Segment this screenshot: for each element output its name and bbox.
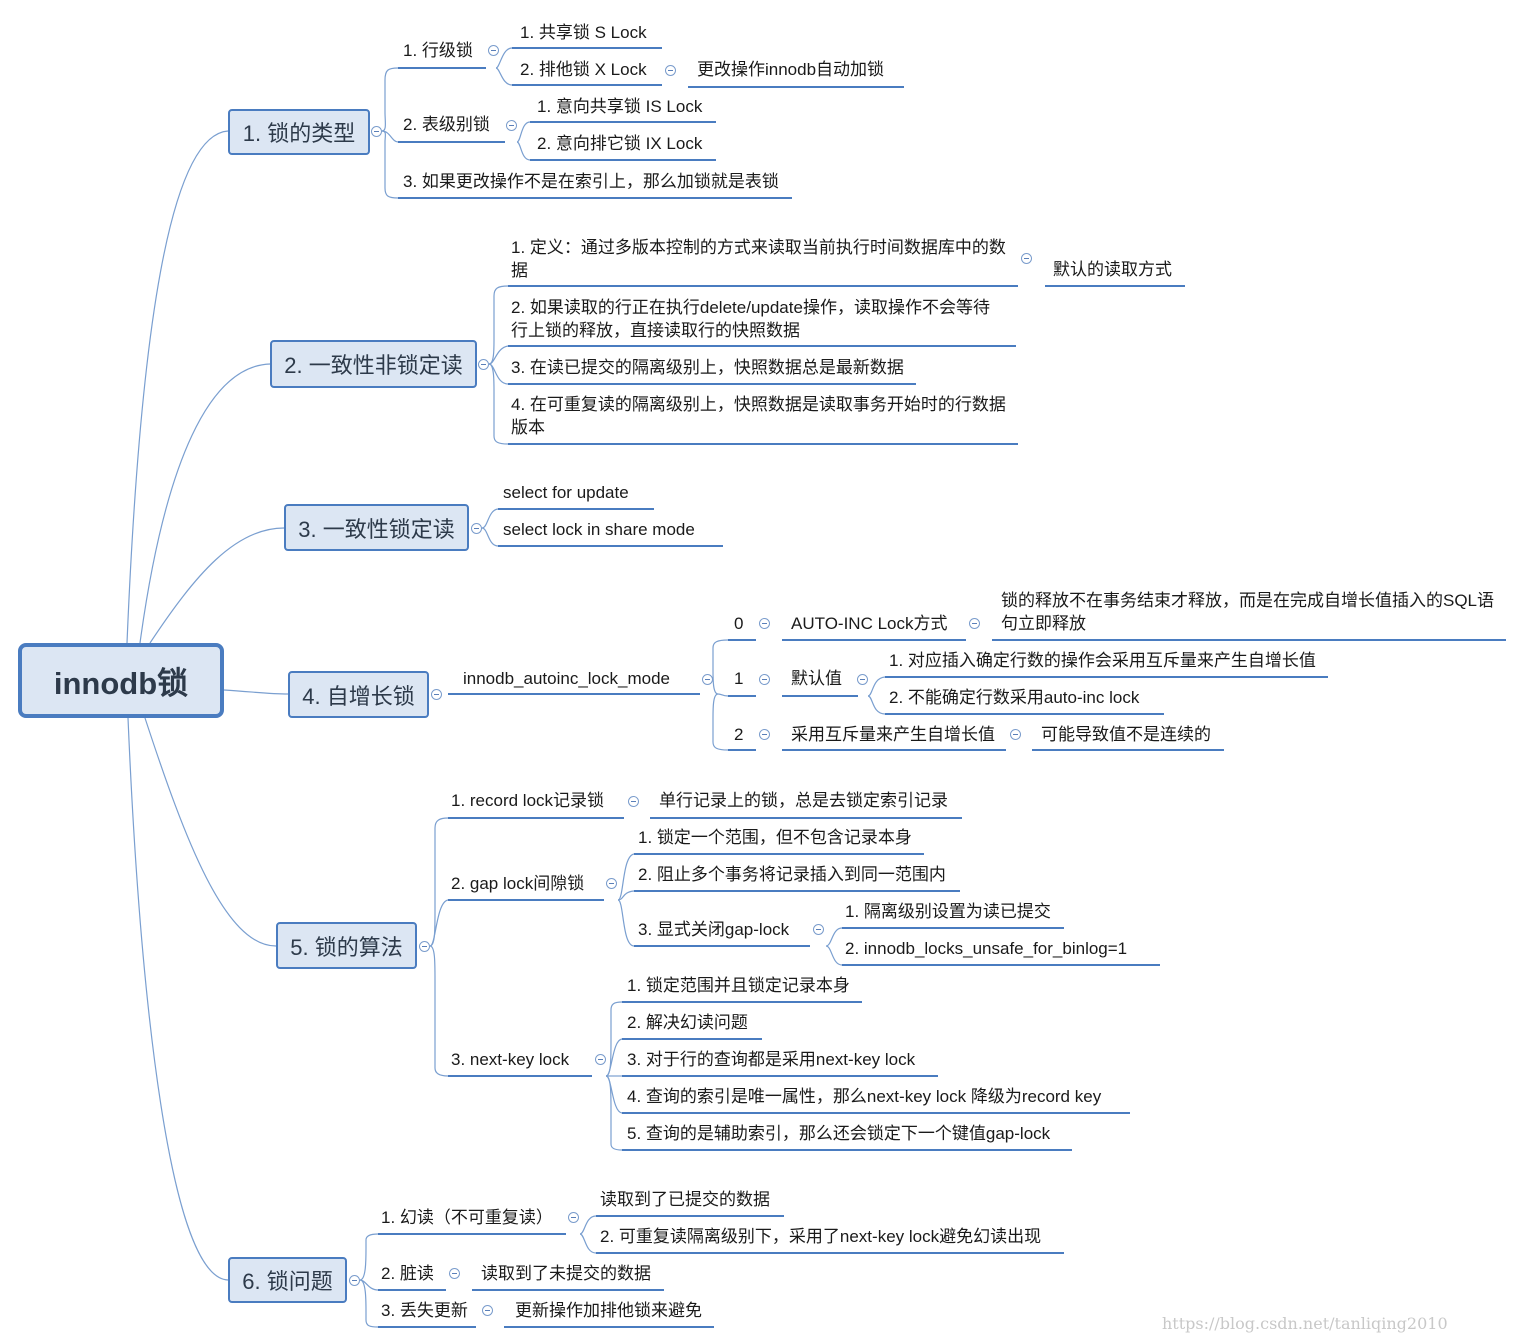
mode-0-name[interactable]: AUTO-INC Lock方式 bbox=[791, 614, 948, 633]
intention-shared-lock[interactable]: 1. 意向共享锁 IS Lock bbox=[537, 97, 703, 116]
snapshot-read-rule-line2: 行上锁的释放，直接读取行的快照数据 bbox=[511, 321, 800, 340]
mvcc-definition-line1: 1. 定义：通过多版本控制的方式来读取当前执行时间数据库中的数 bbox=[511, 238, 1006, 257]
gap-lock[interactable]: 2. gap lock间隙锁 bbox=[451, 874, 585, 893]
topic-lock-algorithms[interactable]: 5. 锁的算法 bbox=[276, 922, 417, 969]
repeatable-read-rule-line1: 4. 在可重复读的隔离级别上，快照数据是读取事务开始时的行数据 bbox=[511, 395, 1006, 414]
topic-autoinc-lock[interactable]: 4. 自增长锁 bbox=[288, 671, 429, 718]
collapse-icon[interactable] bbox=[759, 674, 770, 685]
repeatable-read-rule-line2: 版本 bbox=[511, 418, 545, 437]
collapse-icon[interactable] bbox=[482, 1305, 493, 1316]
mode-0-note-line1: 锁的释放不在事务结束才释放，而是在完成自增长值插入的SQL语 bbox=[1001, 591, 1495, 610]
phantom-read-a[interactable]: 读取到了已提交的数据 bbox=[600, 1190, 770, 1209]
gap-lock-rule-1[interactable]: 1. 锁定一个范围，但不包含记录本身 bbox=[638, 828, 912, 847]
collapse-icon[interactable] bbox=[969, 618, 980, 629]
collapse-icon[interactable] bbox=[759, 729, 770, 740]
gap-lock-disable-b[interactable]: 2. innodb_locks_unsafe_for_binlog=1 bbox=[845, 939, 1128, 958]
next-key-rule-3[interactable]: 3. 对于行的查询都是采用next-key lock bbox=[627, 1050, 916, 1069]
intention-exclusive-lock[interactable]: 2. 意向排它锁 IX Lock bbox=[537, 134, 703, 153]
collapse-icon[interactable] bbox=[813, 924, 824, 935]
lost-update[interactable]: 3. 丢失更新 bbox=[381, 1301, 468, 1320]
next-key-rule-5[interactable]: 5. 查询的是辅助索引，那么还会锁定下一个键值gap-lock bbox=[627, 1124, 1051, 1143]
autoinc-lock-mode[interactable]: innodb_autoinc_lock_mode bbox=[463, 669, 670, 688]
mode-1-rule-a[interactable]: 1. 对应插入确定行数的操作会采用互斥量来产生自增长值 bbox=[889, 651, 1316, 670]
collapse-icon[interactable] bbox=[449, 1268, 460, 1279]
collapse-icon[interactable] bbox=[702, 674, 713, 685]
mode-1[interactable]: 1 bbox=[734, 669, 744, 688]
record-lock-note[interactable]: 单行记录上的锁，总是去锁定索引记录 bbox=[659, 791, 948, 810]
select-lock-in-share-mode[interactable]: select lock in share mode bbox=[503, 520, 695, 539]
root-topic[interactable]: innodb锁 bbox=[18, 643, 224, 718]
topic-lock-types[interactable]: 1. 锁的类型 bbox=[228, 109, 370, 155]
collapse-icon[interactable] bbox=[568, 1212, 579, 1223]
phantom-read[interactable]: 1. 幻读（不可重复读） bbox=[381, 1208, 553, 1227]
collapse-icon[interactable] bbox=[349, 1275, 360, 1286]
gap-lock-rule-2[interactable]: 2. 阻止多个事务将记录插入到同一范围内 bbox=[638, 865, 946, 884]
mode-1-rule-b[interactable]: 2. 不能确定行数采用auto-inc lock bbox=[889, 688, 1140, 707]
mode-0-note[interactable]: 锁的释放不在事务结束才释放，而是在完成自增长值插入的SQL语 句立即释放 bbox=[1001, 589, 1494, 635]
phantom-read-b[interactable]: 2. 可重复读隔离级别下，采用了next-key lock避免幻读出现 bbox=[600, 1227, 1042, 1246]
next-key-rule-4[interactable]: 4. 查询的索引是唯一属性，那么next-key lock 降级为record … bbox=[627, 1087, 1102, 1106]
collapse-icon[interactable] bbox=[759, 618, 770, 629]
topic-lock-problems[interactable]: 6. 锁问题 bbox=[228, 1257, 347, 1303]
mvcc-definition[interactable]: 1. 定义：通过多版本控制的方式来读取当前执行时间数据库中的数 据 bbox=[511, 236, 1006, 282]
next-key-lock[interactable]: 3. next-key lock bbox=[451, 1050, 570, 1069]
mvcc-definition-line2: 据 bbox=[511, 261, 528, 280]
mode-0[interactable]: 0 bbox=[734, 614, 744, 633]
collapse-icon[interactable] bbox=[606, 878, 617, 889]
lost-update-note[interactable]: 更新操作加排他锁来避免 bbox=[515, 1301, 702, 1320]
shared-lock[interactable]: 1. 共享锁 S Lock bbox=[520, 23, 647, 42]
collapse-icon[interactable] bbox=[506, 120, 517, 131]
mode-0-note-line2: 句立即释放 bbox=[1001, 614, 1086, 633]
snapshot-read-rule-line1: 2. 如果读取的行正在执行delete/update操作，读取操作不会等待 bbox=[511, 298, 990, 317]
mode-2[interactable]: 2 bbox=[734, 725, 744, 744]
mode-1-name[interactable]: 默认值 bbox=[791, 669, 842, 688]
exclusive-lock[interactable]: 2. 排他锁 X Lock bbox=[520, 60, 647, 79]
record-lock[interactable]: 1. record lock记录锁 bbox=[451, 791, 605, 810]
mode-2-note[interactable]: 可能导致值不是连续的 bbox=[1041, 725, 1211, 744]
mode-2-name[interactable]: 采用互斥量来产生自增长值 bbox=[791, 725, 995, 744]
topic-consistent-nonlocking-read[interactable]: 2. 一致性非锁定读 bbox=[270, 340, 477, 388]
exclusive-lock-note[interactable]: 更改操作innodb自动加锁 bbox=[697, 60, 885, 79]
collapse-icon[interactable] bbox=[488, 45, 499, 56]
collapse-icon[interactable] bbox=[595, 1054, 606, 1065]
table-level-lock[interactable]: 2. 表级别锁 bbox=[403, 115, 490, 134]
collapse-icon[interactable] bbox=[471, 523, 482, 534]
dirty-read-note[interactable]: 读取到了未提交的数据 bbox=[481, 1264, 651, 1283]
collapse-icon[interactable] bbox=[857, 674, 868, 685]
next-key-rule-1[interactable]: 1. 锁定范围并且锁定记录本身 bbox=[627, 976, 850, 995]
watermark: https://blog.csdn.net/tanliqing2010 bbox=[1162, 1314, 1448, 1333]
collapse-icon[interactable] bbox=[1010, 729, 1021, 740]
collapse-icon[interactable] bbox=[478, 359, 489, 370]
collapse-icon[interactable] bbox=[1021, 253, 1032, 264]
gap-lock-disable-a[interactable]: 1. 隔离级别设置为读已提交 bbox=[845, 902, 1051, 921]
collapse-icon[interactable] bbox=[665, 65, 676, 76]
repeatable-read-rule[interactable]: 4. 在可重复读的隔离级别上，快照数据是读取事务开始时的行数据 版本 bbox=[511, 393, 1006, 439]
collapse-icon[interactable] bbox=[628, 796, 639, 807]
snapshot-read-rule[interactable]: 2. 如果读取的行正在执行delete/update操作，读取操作不会等待 行上… bbox=[511, 296, 990, 342]
collapse-icon[interactable] bbox=[371, 126, 382, 137]
table-lock-note[interactable]: 3. 如果更改操作不是在索引上，那么加锁就是表锁 bbox=[403, 172, 779, 191]
read-committed-rule[interactable]: 3. 在读已提交的隔离级别上，快照数据总是最新数据 bbox=[511, 358, 904, 377]
topic-consistent-locking-read[interactable]: 3. 一致性锁定读 bbox=[284, 504, 469, 551]
collapse-icon[interactable] bbox=[419, 941, 430, 952]
collapse-icon[interactable] bbox=[431, 689, 442, 700]
dirty-read[interactable]: 2. 脏读 bbox=[381, 1264, 434, 1283]
default-read-mode[interactable]: 默认的读取方式 bbox=[1053, 260, 1172, 279]
row-level-lock[interactable]: 1. 行级锁 bbox=[403, 41, 473, 60]
select-for-update[interactable]: select for update bbox=[503, 483, 629, 502]
next-key-rule-2[interactable]: 2. 解决幻读问题 bbox=[627, 1013, 748, 1032]
gap-lock-disable[interactable]: 3. 显式关闭gap-lock bbox=[638, 920, 790, 939]
